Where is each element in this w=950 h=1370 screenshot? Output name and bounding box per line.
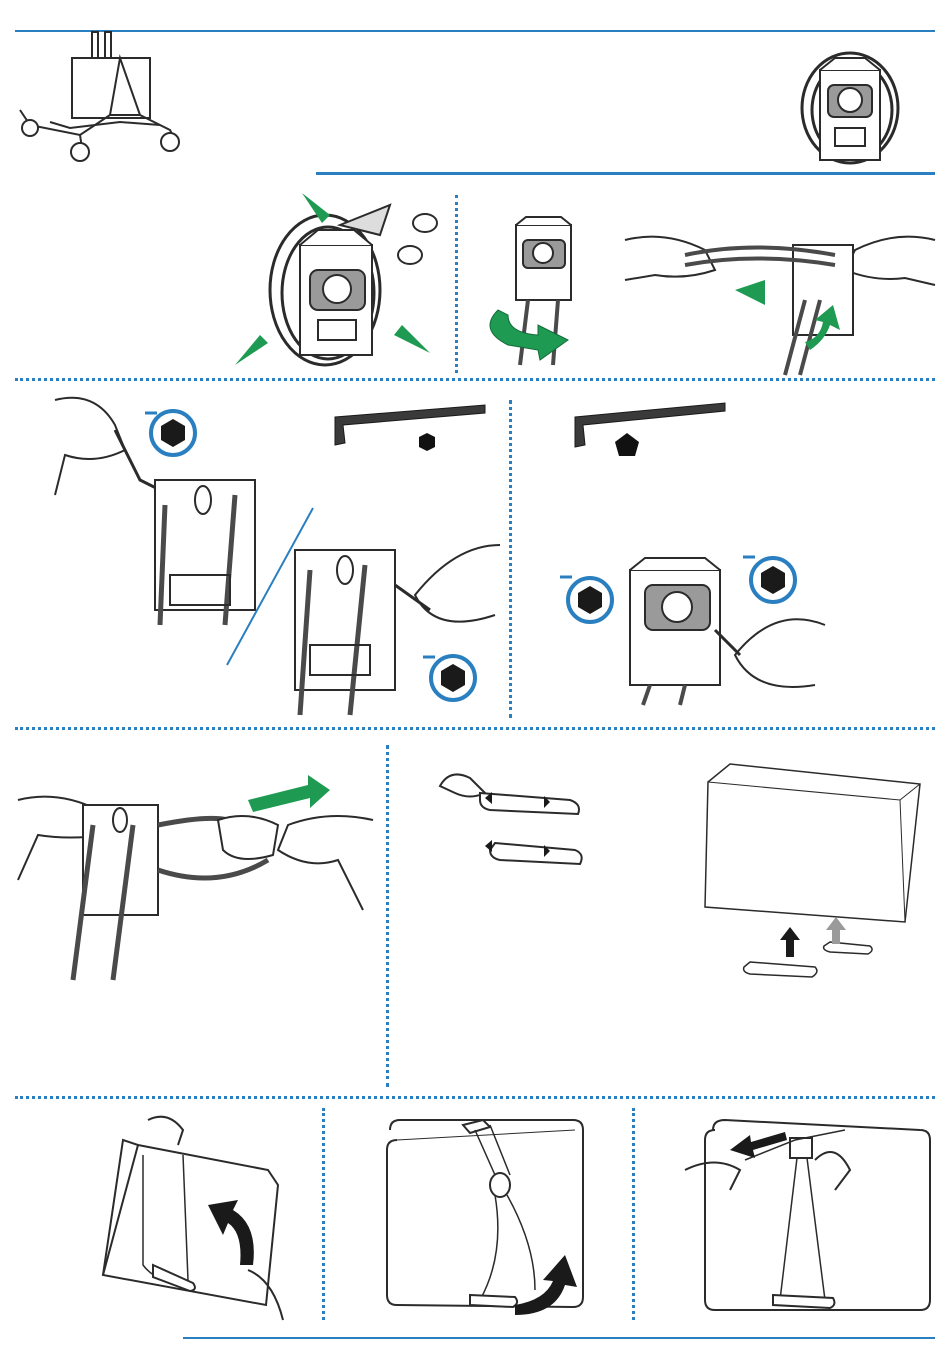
col-divider-r4b xyxy=(632,1108,635,1320)
feet-parts-illustration xyxy=(440,738,590,878)
col-divider-r3 xyxy=(386,745,389,1087)
row-divider-2 xyxy=(15,727,935,730)
col-divider-r4a xyxy=(322,1108,325,1320)
up-arrow-icon xyxy=(826,917,846,944)
col-divider-r2 xyxy=(509,400,512,718)
bundle-overview-illustration xyxy=(790,40,915,165)
cut-ties-illustration xyxy=(230,185,450,370)
pull-strap-illustration xyxy=(685,1110,935,1320)
col-divider-r1 xyxy=(455,195,458,373)
pentagon-key-icon xyxy=(575,403,725,456)
rotate-ccw-icon xyxy=(560,577,612,622)
rotate-mount-illustration xyxy=(478,215,588,370)
loosen-screws-pentagon-illustration xyxy=(555,395,850,705)
clip-strap-illustration xyxy=(385,1115,585,1320)
arrow-icon xyxy=(394,325,430,353)
bottom-rule xyxy=(183,1337,935,1339)
row-divider-1 xyxy=(15,378,935,381)
pull-cable-illustration xyxy=(18,780,373,980)
loosen-screws-hex-illustration xyxy=(55,395,500,720)
arrow-icon xyxy=(235,335,268,365)
monitor-feet-illustration xyxy=(700,762,925,987)
rotate-ccw-icon xyxy=(145,411,195,455)
up-arrow-icon xyxy=(780,927,800,957)
row-divider-3 xyxy=(15,1096,935,1099)
left-arrow-icon xyxy=(735,280,765,305)
push-arrow-icon xyxy=(248,775,330,812)
rotate-ccw-icon xyxy=(423,656,475,700)
header-underline xyxy=(316,172,935,175)
hex-key-icon xyxy=(335,405,485,451)
cart-illustration xyxy=(10,30,190,165)
tilt-monitor-illustration xyxy=(98,1115,293,1320)
rotate-ccw-icon xyxy=(743,557,795,602)
route-cables-illustration xyxy=(625,210,935,375)
